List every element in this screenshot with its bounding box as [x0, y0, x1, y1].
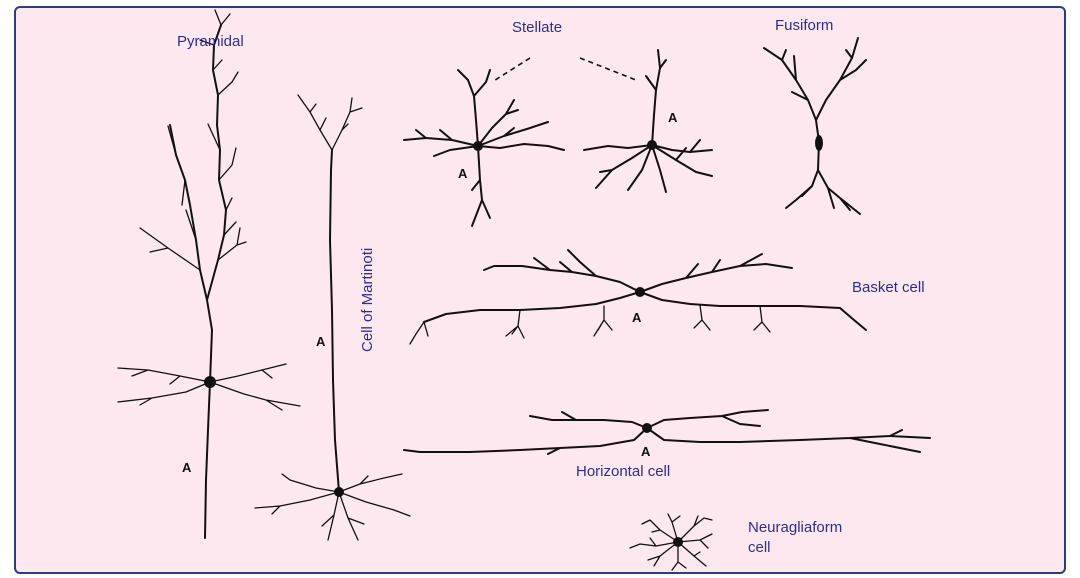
neuragliaform-cell — [630, 514, 712, 570]
martinotti-soma — [334, 487, 344, 497]
axon-marker-pyramidal: A — [182, 460, 192, 475]
fusiform-lower-dendrites — [786, 142, 860, 214]
stellate-cell-right — [584, 50, 712, 192]
label-horizontal-cell: Horizontal cell — [576, 463, 670, 480]
label-cell-of-martinoti: Cell of Martinoti — [359, 248, 376, 352]
martinotti-cell — [255, 95, 410, 540]
stellate-cell-left — [404, 70, 564, 226]
fusiform-soma — [815, 135, 823, 151]
pyramidal-soma — [204, 376, 216, 388]
axon-marker-martinotti: A — [316, 334, 326, 349]
neuragliaform-processes — [630, 514, 712, 570]
label-neuragliaform: Neuragliaform — [748, 519, 842, 536]
stellate-right-soma — [647, 140, 657, 150]
pyramidal-axon — [205, 382, 210, 538]
neuragliaform-soma — [673, 537, 683, 547]
basket-dendrites — [484, 250, 792, 292]
stellate-left-dendrites — [404, 70, 564, 156]
axon-marker-stellate-left: A — [458, 166, 468, 181]
horizontal-cell — [404, 410, 930, 454]
basket-axon — [424, 292, 866, 330]
horizontal-dendrites-right — [647, 410, 930, 452]
axon-marker-stellate-right: A — [668, 110, 678, 125]
martinotti-axon-tuft — [298, 95, 362, 150]
martinotti-dendrites — [255, 474, 410, 540]
stellate-left-soma — [473, 141, 483, 151]
basket-cell — [410, 250, 866, 344]
fusiform-upper-dendrites — [764, 38, 866, 142]
label-neuragliaform-cell: cell — [748, 539, 771, 556]
basket-axon-terminals — [410, 305, 770, 344]
stellate-leader-line-left — [492, 58, 530, 82]
stellate-right-axon — [646, 50, 666, 145]
horizontal-soma — [642, 423, 652, 433]
axon-marker-basket: A — [632, 310, 642, 325]
pyramidal-cell — [118, 10, 300, 538]
label-basket-cell: Basket cell — [852, 279, 925, 296]
label-stellate: Stellate — [512, 19, 562, 36]
stellate-left-axon — [472, 146, 490, 226]
martinotti-axon — [330, 150, 339, 492]
label-fusiform: Fusiform — [775, 17, 833, 34]
pyramidal-apical-dendrite — [170, 25, 226, 382]
basket-soma — [635, 287, 645, 297]
fusiform-cell — [764, 38, 866, 214]
horizontal-dendrites-left — [404, 412, 647, 454]
stellate-leader-line-right — [580, 58, 636, 80]
axon-marker-horizontal: A — [641, 444, 651, 459]
label-pyramidal: Pyramidal — [177, 33, 244, 50]
